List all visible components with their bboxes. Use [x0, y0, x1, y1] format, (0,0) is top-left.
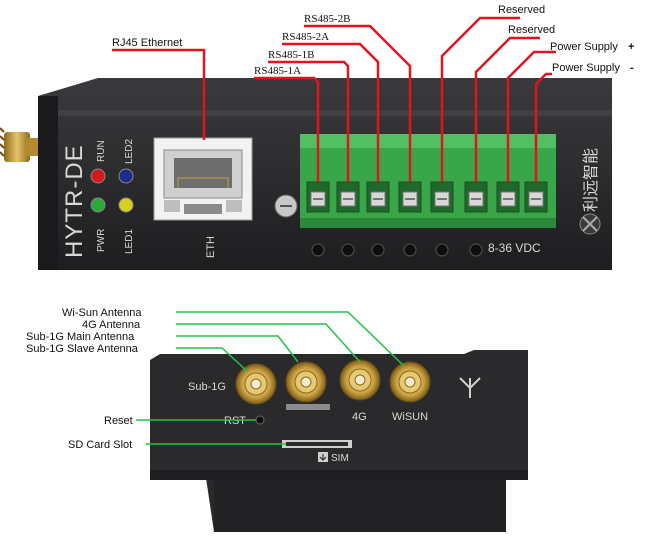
sd-card-callout-label: SD Card Slot — [68, 439, 132, 451]
power-plus-callout-line — [506, 50, 556, 182]
top-callouts — [112, 16, 556, 182]
fourg-antenna-label: 4G Antenna — [82, 319, 141, 331]
sub1g-main-callout-line — [176, 335, 299, 363]
bottom-device: Sub-1G 4G WiSUN RST SIM — [150, 350, 528, 532]
rj45-callout-line — [112, 48, 206, 140]
sub1g-slave-antenna-connector[interactable] — [235, 363, 277, 405]
rst-label: RST — [224, 415, 246, 427]
led-pwr — [90, 197, 106, 213]
rs485-2b-callout-line — [304, 24, 412, 182]
sub1g-main-antenna-connector[interactable] — [285, 361, 327, 403]
terminal-slot[interactable] — [496, 181, 520, 213]
top-device: HYTR-DE RUN PWR LED2 LED1 ETH — [0, 78, 612, 270]
indicator-hole — [341, 243, 355, 257]
reset-button[interactable] — [255, 415, 265, 425]
bottom-callouts — [136, 311, 405, 445]
voltage-label: 8-36 VDC — [488, 241, 541, 255]
fourg-callout-line — [176, 323, 361, 363]
terminal-block — [274, 134, 556, 228]
top-callout-labels: RJ45 Ethernet RS485-1A RS485-1B RS485-2A… — [112, 4, 634, 77]
rj45-label: RJ45 Ethernet — [112, 37, 182, 49]
brand-label: 利远智能 — [582, 148, 600, 212]
led-led2 — [118, 168, 134, 184]
antenna-symbol — [459, 377, 481, 398]
terminal-slot[interactable] — [306, 181, 330, 213]
sd-card-slot[interactable] — [282, 440, 352, 448]
power-minus-sign: - — [630, 62, 634, 74]
terminal-slot[interactable] — [336, 181, 360, 213]
sub1g-slave-antenna-label: Sub-1G Slave Antenna — [26, 343, 139, 355]
reserved-2-label: Reserved — [508, 24, 555, 36]
sub1g-slave-callout-line — [176, 347, 249, 373]
indicator-hole — [311, 243, 325, 257]
reserved2-callout-line — [474, 36, 540, 182]
led-cluster: RUN PWR LED2 LED1 — [90, 139, 135, 254]
wisun-label: WiSUN — [392, 411, 428, 423]
rj45-port[interactable] — [153, 137, 253, 221]
sim-label: SIM — [331, 453, 349, 464]
rs485-1b-label: RS485-1B — [268, 49, 314, 61]
wisun-callout-line — [176, 311, 405, 367]
terminal-slot[interactable] — [464, 181, 488, 213]
rs485-2a-label: RS485-2A — [282, 31, 329, 43]
power-minus-callout-line — [534, 72, 552, 182]
ground-screw — [579, 213, 601, 235]
indicator-holes — [311, 243, 483, 257]
terminal-slot[interactable] — [430, 181, 454, 213]
led-run — [90, 168, 106, 184]
power-plus-label: Power Supply — [550, 41, 618, 53]
wisun-antenna-connector[interactable] — [389, 361, 431, 403]
led-led1-label: LED1 — [124, 229, 135, 254]
sub1g-main-antenna-label: Sub-1G Main Antenna — [26, 331, 135, 343]
reset-callout-label: Reset — [104, 415, 133, 427]
power-minus-label: Power Supply — [552, 62, 620, 74]
terminal-slot[interactable] — [366, 181, 390, 213]
power-plus-sign: + — [628, 41, 634, 53]
sub1g-label: Sub-1G — [188, 381, 226, 393]
indicator-hole — [403, 243, 417, 257]
rs485-1b-callout-line — [268, 60, 350, 182]
led-led2-label: LED2 — [124, 139, 135, 164]
indicator-hole — [371, 243, 385, 257]
rs485-2b-label: RS485-2B — [304, 13, 350, 25]
model-name: HYTR-DE — [61, 144, 88, 258]
fourg-label: 4G — [352, 411, 367, 423]
terminal-slot[interactable] — [398, 181, 422, 213]
bottom-callout-labels: Wi-Sun Antenna 4G Antenna Sub-1G Main An… — [26, 307, 142, 451]
indicator-hole — [469, 243, 483, 257]
reserved-1-label: Reserved — [498, 4, 545, 16]
indicator-hole — [435, 243, 449, 257]
reserved1-callout-line — [440, 16, 520, 182]
terminal-slot[interactable] — [524, 181, 548, 213]
sim-label-group: SIM — [318, 452, 349, 464]
led-pwr-label: PWR — [96, 229, 107, 252]
fourg-antenna-connector[interactable] — [339, 359, 381, 401]
led-led1 — [118, 197, 134, 213]
wisun-antenna-label: Wi-Sun Antenna — [62, 307, 142, 319]
rs485-1a-label: RS485-1A — [254, 65, 301, 77]
side-antenna-connector — [0, 127, 42, 162]
led-run-label: RUN — [96, 140, 107, 162]
eth-label: ETH — [205, 236, 217, 258]
rs485-1a-callout-line — [254, 76, 320, 182]
rs485-2a-callout-line — [282, 42, 380, 182]
